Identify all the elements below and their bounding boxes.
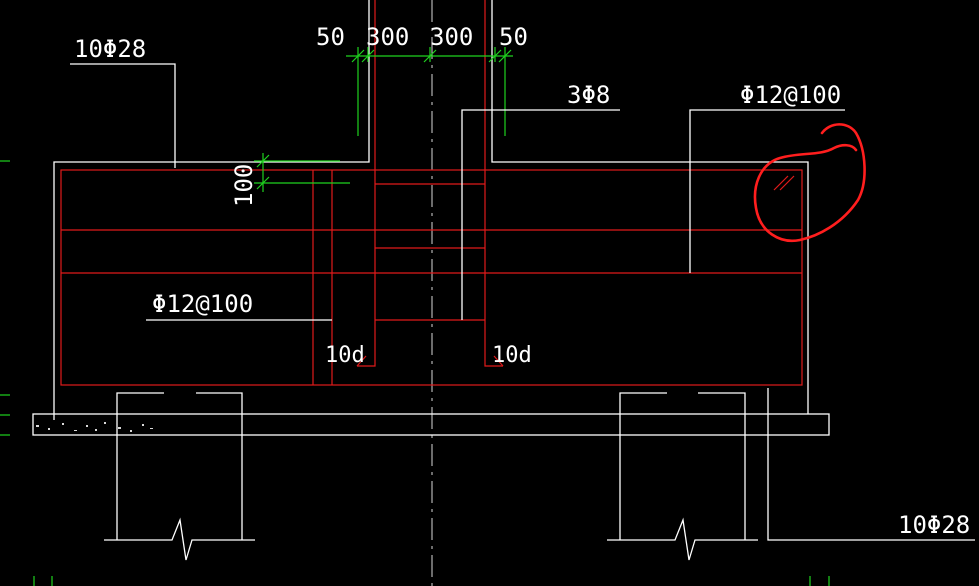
anchorage-right-label: 10d <box>492 343 532 368</box>
stirrup-right-label: Φ12@100 <box>740 81 841 109</box>
foundation-cap <box>32 413 830 436</box>
pile-left <box>104 392 255 561</box>
rebar-cage <box>60 0 803 386</box>
bottom-rebar-label: 10Φ28 <box>898 511 970 539</box>
markup-circle <box>753 123 866 243</box>
dimension-lines <box>0 47 830 586</box>
column-outline <box>53 0 809 420</box>
side-dimension-label: 100 <box>230 164 258 207</box>
leader-lines <box>70 63 845 321</box>
anchorage-left-label: 10d <box>325 343 365 368</box>
dimension-label: 50 <box>316 23 345 51</box>
top-rebar-label: 10Φ28 <box>74 35 146 63</box>
dimension-label: 300 <box>430 23 473 51</box>
pile-right <box>607 392 758 561</box>
stirrup-left-label: Φ12@100 <box>152 290 253 318</box>
tie-rebar-label: 3Φ8 <box>567 81 610 109</box>
bottom-rebar-leader <box>767 388 975 541</box>
dimension-label: 50 <box>499 23 528 51</box>
dimension-label: 300 <box>366 23 409 51</box>
